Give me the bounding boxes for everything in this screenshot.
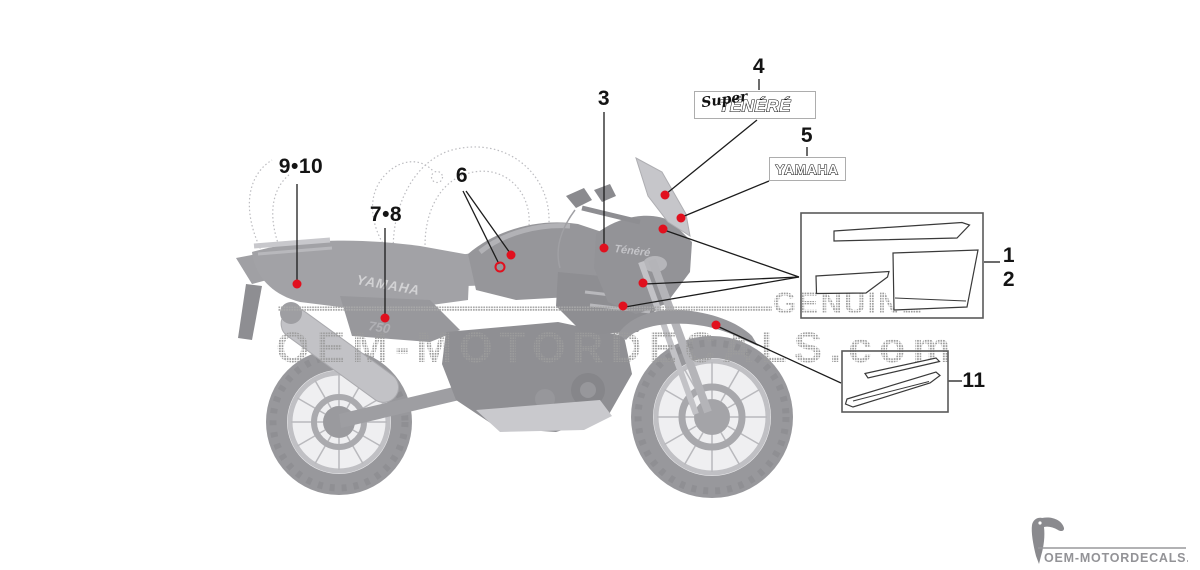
cowl-tenere-decal: Ténéré bbox=[614, 243, 651, 259]
mirrors-handlebar bbox=[557, 184, 641, 269]
callout-label-2: 2 bbox=[1002, 268, 1016, 291]
decal-quad-small bbox=[815, 270, 890, 295]
callout-label-5: 5 bbox=[800, 124, 814, 147]
callout-label-1: 1 bbox=[1002, 244, 1016, 267]
front-fork bbox=[638, 258, 712, 416]
callout-label-11: 11 bbox=[962, 369, 986, 392]
callout-label-4: 4 bbox=[752, 55, 766, 78]
parts-box-1-2 bbox=[800, 212, 984, 319]
watermark-site: OEM-MOTORDECALS.com bbox=[276, 324, 958, 372]
yamaha-badge-text: YAMAHA bbox=[775, 162, 838, 178]
tail-cowl: YAMAHA bbox=[252, 237, 470, 312]
decal-stripe-top bbox=[833, 221, 971, 242]
front-wheel bbox=[631, 336, 793, 498]
super-tenere-badge: TÉNÉRÉ Super bbox=[694, 91, 816, 119]
watermark-rule bbox=[278, 306, 772, 311]
toucan-icon bbox=[1031, 517, 1065, 564]
callout-label-9-10: 9•10 bbox=[278, 155, 324, 178]
parts-box-11 bbox=[841, 350, 949, 413]
exhaust-muffler bbox=[280, 302, 400, 403]
decal-stripe-11a bbox=[864, 357, 941, 379]
yamaha-badge: YAMAHA bbox=[769, 157, 846, 181]
engine bbox=[442, 322, 632, 432]
footer-logo: OEM-MOTORDECALS.com bbox=[1031, 517, 1188, 565]
callout-label-6: 6 bbox=[455, 164, 469, 187]
tenere-block-text: TÉNÉRÉ bbox=[719, 97, 791, 116]
footer-brand-text: OEM-MOTORDECALS.com bbox=[1044, 551, 1188, 565]
front-fender bbox=[618, 309, 758, 346]
decal-stripe-11b bbox=[844, 371, 941, 408]
rear-wheel bbox=[266, 349, 412, 495]
callout-dots bbox=[292, 190, 721, 330]
side-panel-750: 750 bbox=[368, 318, 393, 336]
toucan-eye bbox=[1038, 521, 1042, 525]
callout-label-3: 3 bbox=[597, 87, 611, 110]
decal-quad-large bbox=[892, 249, 979, 311]
callout-lines bbox=[296, 79, 1000, 384]
callout-label-7-8: 7•8 bbox=[369, 203, 403, 226]
